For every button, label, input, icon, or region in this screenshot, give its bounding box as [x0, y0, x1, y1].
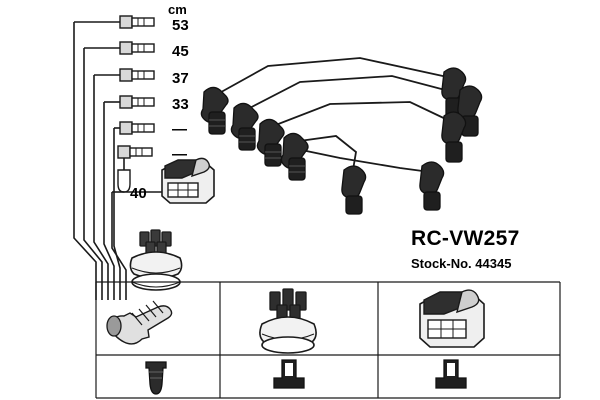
- length-label-6: —: [172, 146, 187, 163]
- legend-spark-plug-connector: [106, 300, 173, 345]
- cable-right-5: [291, 147, 431, 173]
- cable-drop-4: [103, 102, 115, 300]
- legend-distributor-cap: [259, 288, 317, 354]
- length-label-3: 37: [172, 70, 189, 87]
- cable-drop-6: [111, 192, 127, 300]
- dist-boot-c: [441, 111, 467, 163]
- boot-1: [200, 86, 229, 135]
- coil-lead-boot: [117, 169, 131, 193]
- unit-label: cm: [168, 2, 187, 17]
- connector-row-2: [119, 41, 155, 55]
- cable-right-2: [241, 75, 469, 113]
- stock-number: Stock-No. 44345: [411, 256, 512, 271]
- connector-row-1: [119, 15, 155, 29]
- length-label-2: 45: [172, 43, 189, 60]
- part-number: RC-VW257: [411, 227, 520, 250]
- length-label-4: 33: [172, 96, 189, 113]
- legend-ignition-coil: [419, 289, 485, 348]
- ignition-coil-illustration: [112, 157, 215, 204]
- length-label-1: 53: [172, 17, 189, 34]
- cable-ladder-left: [73, 21, 127, 300]
- distributor-cap-illustration: [129, 229, 183, 291]
- legend-table: [95, 281, 561, 399]
- cable-drop-1: [73, 22, 97, 300]
- dist-boot-d: [419, 161, 445, 211]
- cable-right-4: [291, 135, 357, 177]
- cable-drop-2: [83, 48, 103, 300]
- cable-connectors-left: [117, 15, 155, 193]
- boot-2: [230, 102, 259, 151]
- coil-length-label: 40: [130, 185, 147, 202]
- spark-plug-boots-right: [200, 86, 309, 181]
- connector-row-6: [117, 145, 153, 159]
- dist-boot-e: [341, 165, 367, 215]
- connector-row-3: [119, 68, 155, 82]
- boot-3: [256, 118, 285, 167]
- cable-harness-right: [213, 57, 469, 177]
- legend-distributor-terminal-boot: [273, 359, 305, 389]
- connector-row-5: [119, 121, 155, 135]
- distributor-boots-right: [341, 67, 483, 215]
- cable-right-1: [213, 57, 453, 97]
- legend-spark-plug-boot-straight: [145, 361, 167, 395]
- length-label-5: —: [172, 121, 187, 138]
- connector-row-4: [119, 95, 155, 109]
- cable-right-3: [267, 101, 453, 129]
- legend-coil-terminal-boot: [435, 359, 467, 389]
- boot-4: [280, 132, 309, 181]
